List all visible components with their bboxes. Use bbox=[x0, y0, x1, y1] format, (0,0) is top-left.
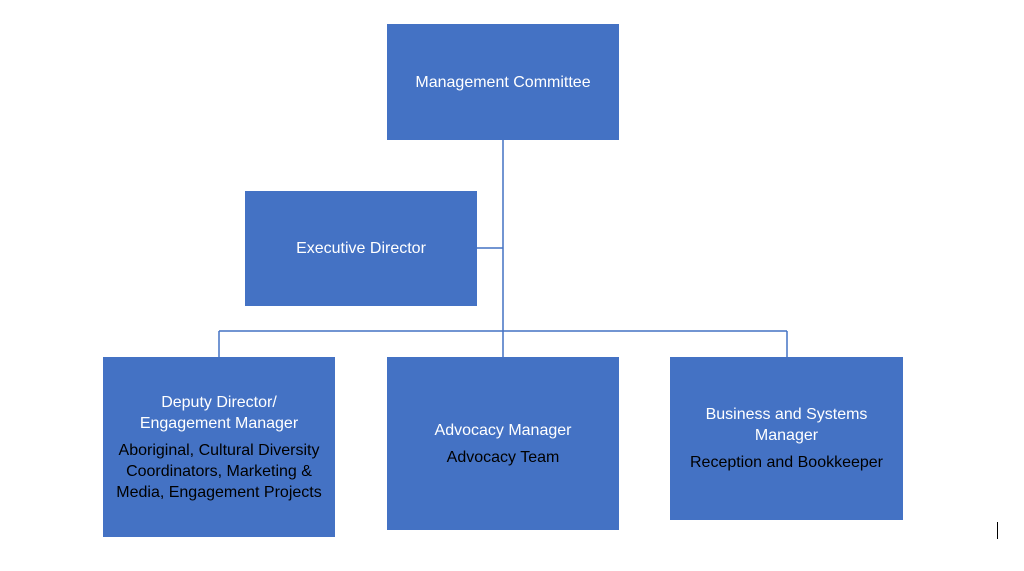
deputy-director-box[interactable]: Deputy Director/ Engagement Manager Abor… bbox=[103, 357, 335, 537]
advocacy-manager-title: Advocacy Manager bbox=[434, 421, 572, 439]
executive-director-box[interactable]: Executive Director bbox=[245, 191, 477, 306]
deputy-director-team: Aboriginal, Cultural Diversity Coordinat… bbox=[116, 441, 322, 501]
reception-bookkeeper-label: Reception and Bookkeeper bbox=[689, 454, 884, 471]
text-cursor bbox=[997, 522, 998, 539]
executive-director-label: Executive Director bbox=[296, 240, 426, 257]
management-committee-box[interactable]: Management Committee bbox=[387, 24, 619, 140]
deputy-director-title: Deputy Director/ Engagement Manager bbox=[139, 393, 299, 432]
business-systems-manager-box[interactable]: Business and Systems Manager Reception a… bbox=[670, 357, 903, 520]
business-systems-manager-title: Business and Systems Manager bbox=[705, 406, 868, 444]
advocacy-team-label: Advocacy Team bbox=[446, 448, 560, 466]
advocacy-manager-box[interactable]: Advocacy Manager Advocacy Team bbox=[387, 357, 619, 530]
management-committee-label: Management Committee bbox=[415, 73, 591, 91]
